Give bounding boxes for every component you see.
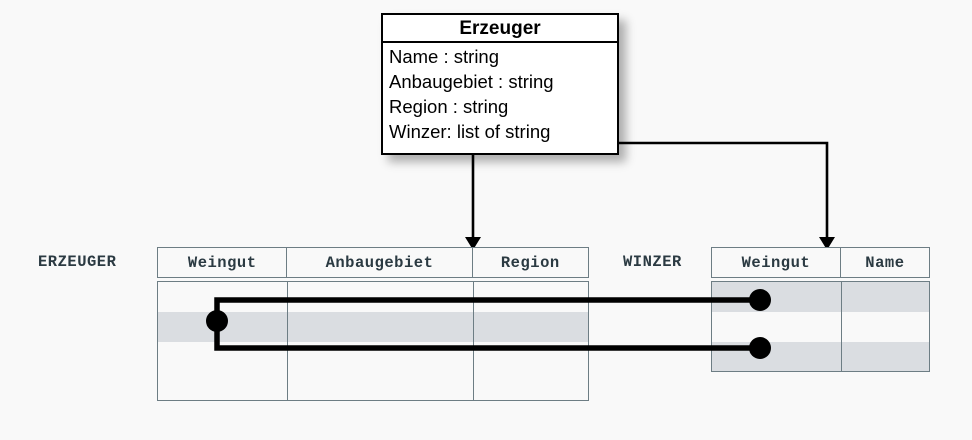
arrow-erzeuger-class-to-table: [465, 155, 481, 250]
column-header-weingut: Weingut: [158, 248, 288, 277]
table-cell: [712, 282, 842, 312]
table-label-winzer: WINZER: [623, 253, 682, 271]
column-header-name: Name: [865, 253, 905, 272]
table-row: [158, 342, 588, 372]
table-cell: [712, 312, 842, 342]
table-row: [158, 372, 588, 400]
fk-link-dot-erzeuger: [206, 310, 228, 332]
uml-attribute: Region : string: [389, 96, 509, 117]
column-header-region: Region: [500, 253, 560, 272]
table-header-winzer: Weingut Name: [711, 247, 930, 278]
fk-link-dot-winzer-row1: [749, 289, 771, 311]
table-body-winzer: [711, 281, 930, 372]
uml-attribute: Winzer: list of string: [389, 121, 551, 142]
table-cell: [158, 312, 288, 342]
uml-class-erzeuger: Erzeuger Name : string Anbaugebiet : str…: [381, 13, 619, 155]
fk-link-dot-winzer-row3: [749, 337, 771, 359]
uml-class-title: Erzeuger: [383, 15, 617, 43]
fk-link-row2-to-winzer-row1: [214, 297, 760, 321]
table-row: [158, 282, 588, 312]
arrow-winzer-attribute-to-table: [611, 141, 835, 250]
fk-link-row2-to-winzer-row3: [214, 321, 760, 351]
table-cell: [158, 372, 288, 400]
table-cell: [712, 342, 842, 371]
uml-attribute-list: Name : string Anbaugebiet : string Regio…: [383, 43, 617, 144]
uml-attribute: Name : string: [389, 46, 500, 67]
column-header-weingut: Weingut: [712, 248, 841, 277]
table-row: [158, 312, 588, 342]
table-header-erzeuger: Weingut Anbaugebiet Region: [157, 247, 589, 278]
table-row: [712, 312, 929, 342]
table-cell: [158, 282, 288, 312]
table-cell: [288, 282, 474, 312]
table-label-erzeuger: ERZEUGER: [38, 253, 117, 271]
table-cell: [158, 342, 288, 372]
table-cell: [288, 372, 474, 400]
uml-attribute: Anbaugebiet : string: [389, 71, 554, 92]
table-row: [712, 282, 929, 312]
column-header-anbaugebiet: Anbaugebiet: [287, 248, 473, 277]
table-cell: [288, 312, 474, 342]
table-cell: [288, 342, 474, 372]
